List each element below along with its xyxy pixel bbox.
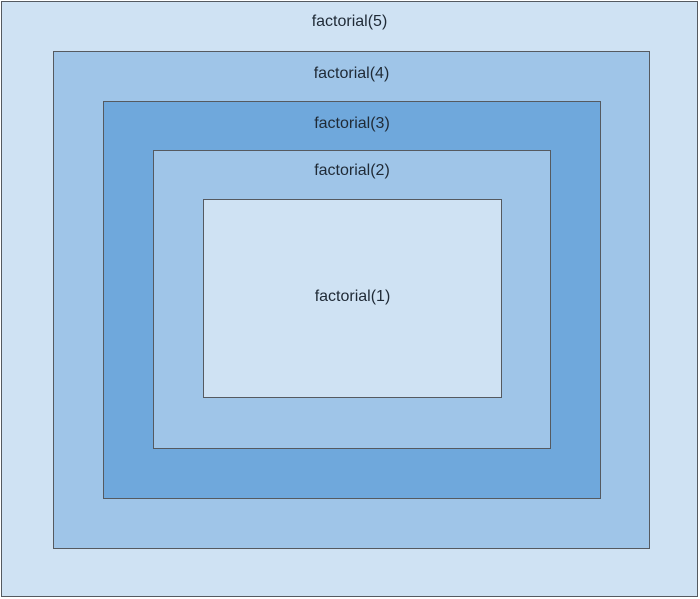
factorial-4-frame: factorial(4) factorial(3) factorial(2) f… xyxy=(53,51,650,549)
factorial-1-frame: factorial(1) xyxy=(203,199,502,398)
factorial-3-label: factorial(3) xyxy=(314,115,390,132)
factorial-4-label: factorial(4) xyxy=(313,65,390,82)
factorial-3-frame: factorial(3) factorial(2) factorial(1) xyxy=(103,101,601,499)
factorial-2-frame: factorial(2) factorial(1) xyxy=(153,150,551,449)
factorial-5-label: factorial(5) xyxy=(311,13,388,30)
factorial-1-label: factorial(1) xyxy=(314,288,391,305)
factorial-2-label: factorial(2) xyxy=(314,162,390,179)
